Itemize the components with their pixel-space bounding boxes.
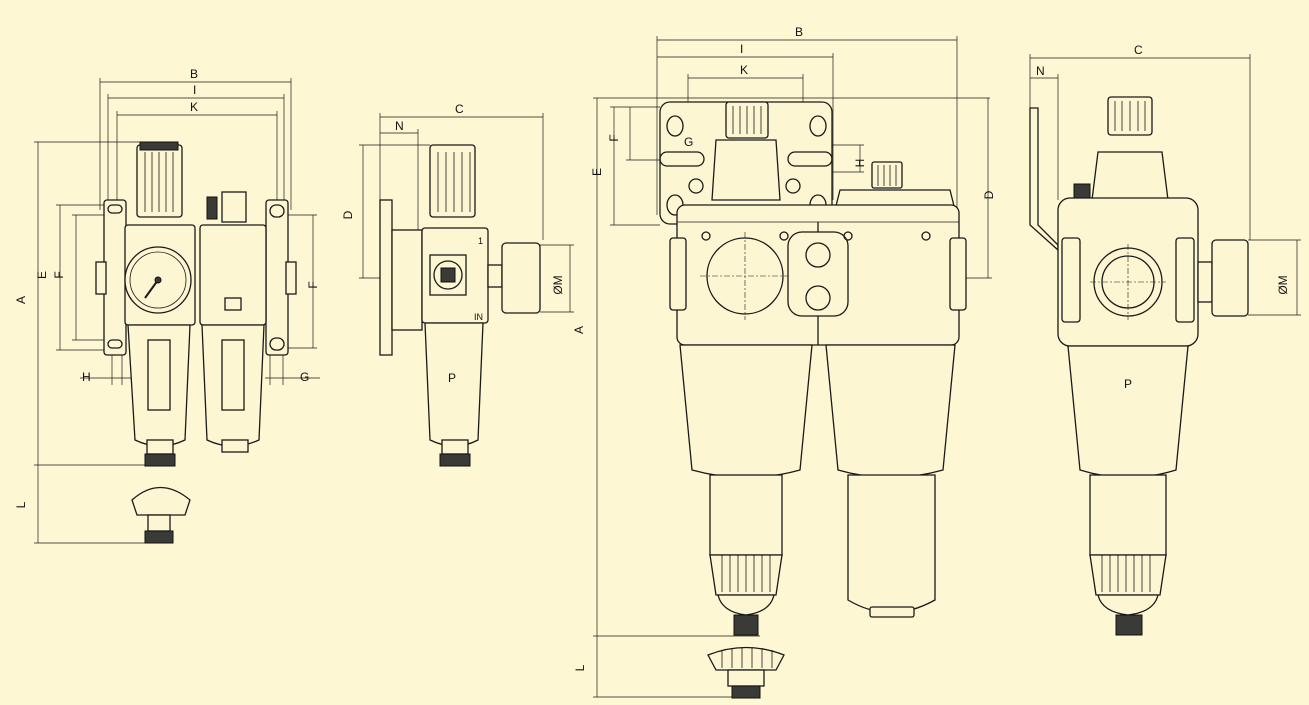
label-m-4: ØM: [1276, 275, 1290, 294]
label-c-2: C: [455, 102, 464, 116]
label-f-1b: F: [306, 281, 320, 288]
label-b-1: B: [190, 67, 198, 81]
label-l-3: L: [573, 664, 587, 671]
label-m-2: ØM: [551, 275, 565, 294]
label-n-4: N: [1036, 64, 1045, 78]
label-f-3: F: [607, 134, 621, 141]
label-p-2: P: [448, 371, 456, 385]
label-p-4: P: [1124, 377, 1132, 391]
label-n-2: N: [395, 119, 404, 133]
view-large-side: [1029, 54, 1301, 636]
view-large-front: [593, 36, 992, 699]
label-port1: 1: [478, 236, 483, 246]
label-l-1: L: [14, 501, 28, 508]
label-a-3: A: [572, 326, 586, 334]
label-h-3: H: [853, 159, 867, 168]
label-c-4: C: [1134, 43, 1143, 57]
label-k-3: K: [740, 63, 748, 77]
label-i-1: I: [193, 83, 196, 97]
label-b-3: B: [795, 25, 803, 39]
label-e-3: E: [590, 168, 604, 176]
label-f-1: F: [52, 271, 66, 278]
label-g-3: G: [684, 135, 693, 149]
label-d-2: D: [341, 210, 355, 219]
label-port-in: IN: [474, 312, 483, 322]
label-e-1: E: [35, 271, 49, 279]
label-i-3: I: [740, 42, 743, 56]
view-small-front: [34, 78, 320, 544]
label-g-1: G: [300, 370, 309, 384]
label-d-3: D: [982, 190, 996, 199]
label-a-1: A: [14, 296, 28, 304]
label-h-1: H: [82, 370, 91, 384]
view-small-side: [359, 113, 574, 467]
label-k-1: K: [190, 100, 198, 114]
